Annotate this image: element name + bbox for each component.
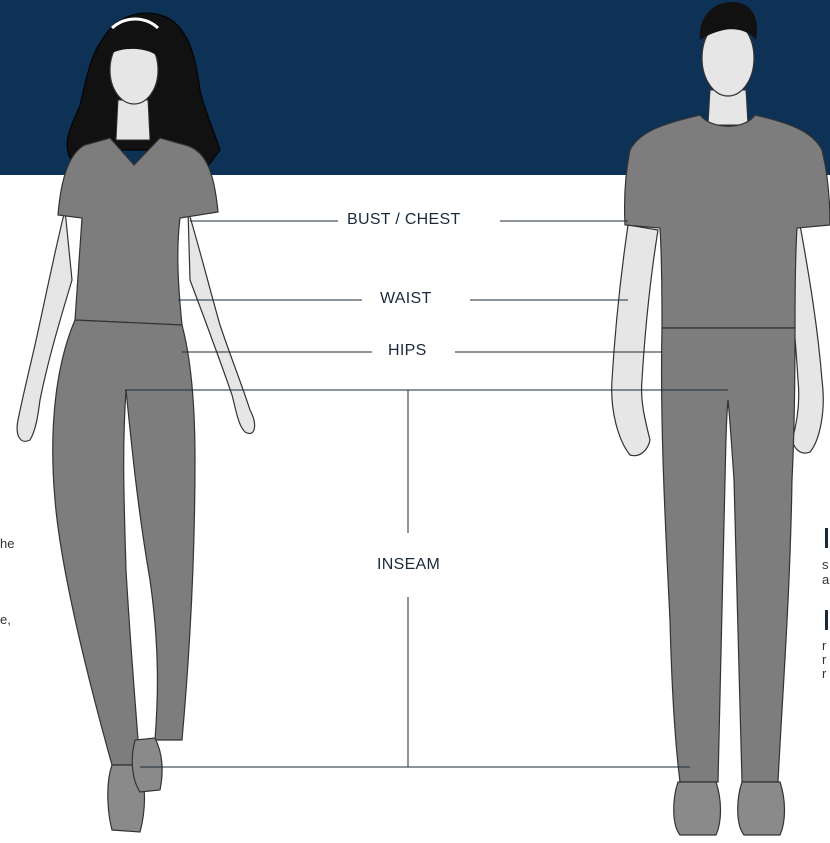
right-text-fragment-3: r — [822, 638, 826, 653]
woman-neck — [116, 100, 150, 140]
right-accent-bar-2 — [825, 610, 828, 630]
left-text-fragment-1: he — [0, 536, 14, 551]
man-left-arm — [612, 225, 658, 456]
hips-label: HIPS — [388, 342, 427, 360]
man-figure — [612, 2, 830, 835]
man-shoe-left — [674, 782, 721, 835]
right-text-fragment-2: a — [822, 572, 829, 587]
waist-label: WAIST — [380, 290, 432, 308]
inseam-label: INSEAM — [377, 556, 440, 574]
woman-right-arm — [188, 210, 255, 433]
right-text-fragment-5: r — [822, 666, 826, 681]
woman-shoe-right — [132, 738, 162, 792]
right-text-fragment-4: r — [822, 652, 826, 667]
right-accent-bar-1 — [825, 528, 828, 548]
left-text-fragment-2: e, — [0, 612, 11, 627]
right-text-fragment-1: s — [822, 557, 829, 572]
woman-figure — [17, 13, 254, 832]
bust-chest-label: BUST / CHEST — [347, 211, 461, 229]
woman-pants — [53, 320, 195, 765]
man-pants — [662, 328, 795, 782]
man-shoe-right — [738, 782, 785, 835]
